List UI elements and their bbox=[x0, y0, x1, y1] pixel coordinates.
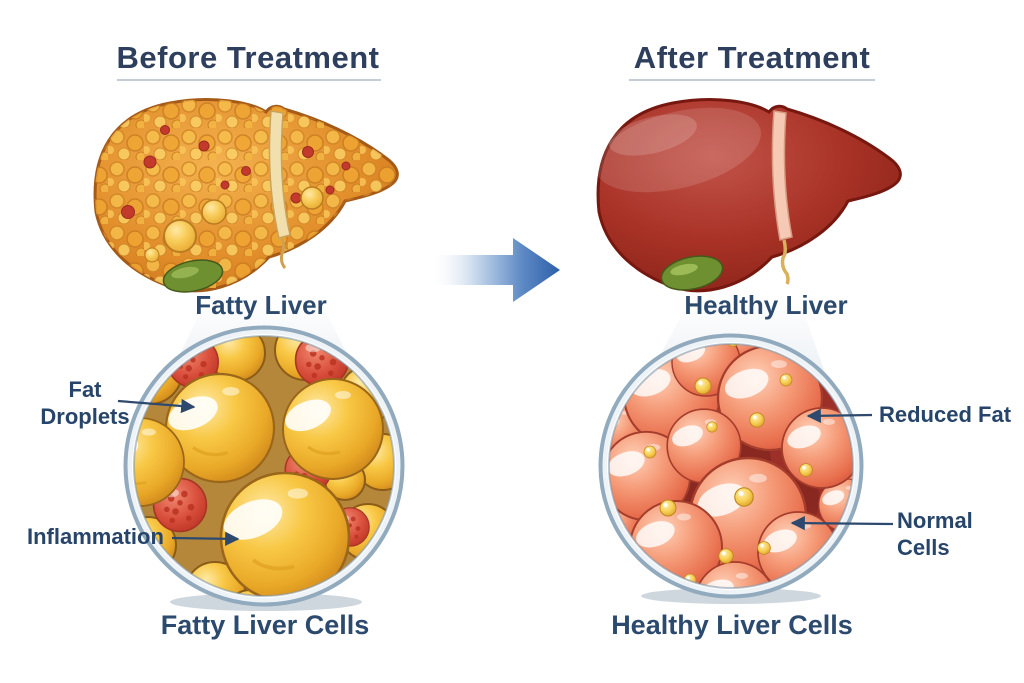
before-title-underline bbox=[117, 79, 381, 81]
fatty-liver-label: Fatty Liver bbox=[195, 290, 327, 320]
normal-cells-arrow bbox=[790, 515, 894, 531]
reduced-fat-arrow bbox=[806, 408, 873, 423]
after-title-underline bbox=[629, 79, 875, 81]
fat-globules bbox=[144, 186, 324, 263]
healthy-liver-label: Healthy Liver bbox=[684, 290, 848, 320]
healthy-cells-label: Healthy Liver Cells bbox=[611, 610, 853, 640]
ligament bbox=[268, 110, 291, 239]
before-title: Before Treatment bbox=[116, 40, 380, 75]
ligament-cord bbox=[780, 239, 790, 285]
healthy-liver-illustration bbox=[595, 98, 902, 293]
fatty-liver-illustration bbox=[93, 98, 399, 293]
callout-arrows bbox=[117, 398, 894, 546]
gallbladder bbox=[162, 259, 224, 293]
inflammation-arrow bbox=[171, 531, 240, 546]
fat-droplets-arrow bbox=[117, 398, 196, 414]
fat-droplets-callout: Fat Droplets bbox=[40, 377, 130, 429]
gallbladder bbox=[660, 255, 724, 291]
after-title: After Treatment bbox=[633, 40, 871, 75]
healthy-cells-magnifier bbox=[598, 333, 864, 599]
fatty-cells-magnifier bbox=[123, 325, 405, 607]
ligament-cord bbox=[279, 237, 287, 269]
reduced-fat-callout: Reduced Fat bbox=[879, 402, 1012, 427]
normal-cells-callout: Normal Cells bbox=[897, 508, 973, 560]
inflammation-callout: Inflammation bbox=[27, 524, 164, 549]
fatty-cells-label: Fatty Liver Cells bbox=[160, 610, 370, 640]
transition-arrow-icon bbox=[432, 238, 560, 302]
ligament bbox=[771, 110, 793, 241]
